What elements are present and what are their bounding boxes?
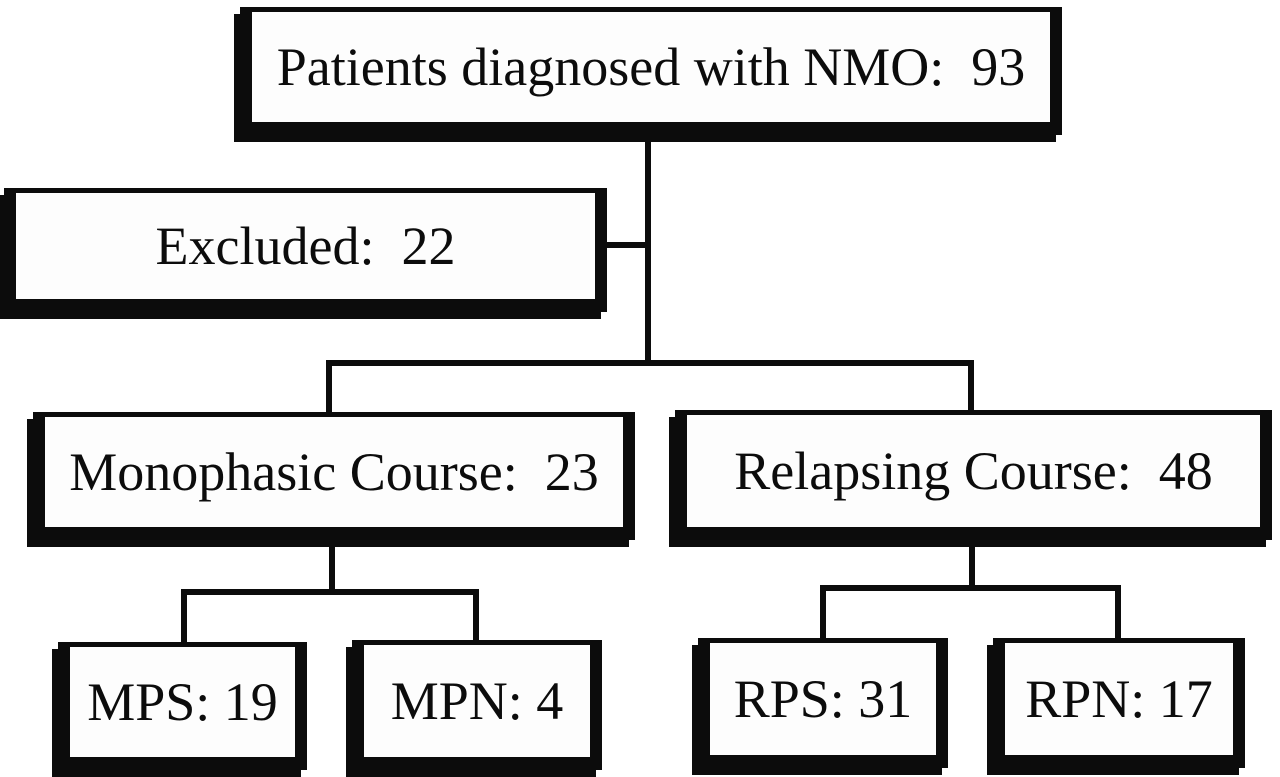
connector-excluded-link [606, 242, 651, 248]
connector-drop-rpn [1115, 585, 1121, 641]
connector-drop-relapsing [968, 360, 974, 413]
node-relapsing-course: Relapsing Course: 48 [675, 410, 1272, 540]
connector-monophasic-stem [329, 536, 335, 594]
connector-relapsing-stem [969, 536, 975, 590]
node-mps: MPS: 19 [58, 642, 307, 770]
node-rps: RPS: 31 [698, 638, 948, 768]
node-patients-diagnosed: Patients diagnosed with NMO: 93 [240, 7, 1062, 135]
connector-relapsing-branch [820, 585, 1121, 591]
connector-patients-stem [645, 133, 651, 366]
connector-drop-mps [181, 589, 187, 645]
node-rpn: RPN: 17 [993, 638, 1245, 768]
connector-monophasic-branch [181, 589, 479, 595]
connector-main-branch [326, 360, 974, 366]
connector-drop-rps [820, 585, 826, 641]
node-mpn: MPN: 4 [352, 640, 602, 770]
connector-drop-monophasic [326, 360, 332, 415]
node-monophasic-course: Monophasic Course: 23 [33, 412, 635, 540]
connector-drop-mpn [473, 589, 479, 643]
node-excluded: Excluded: 22 [4, 188, 607, 312]
